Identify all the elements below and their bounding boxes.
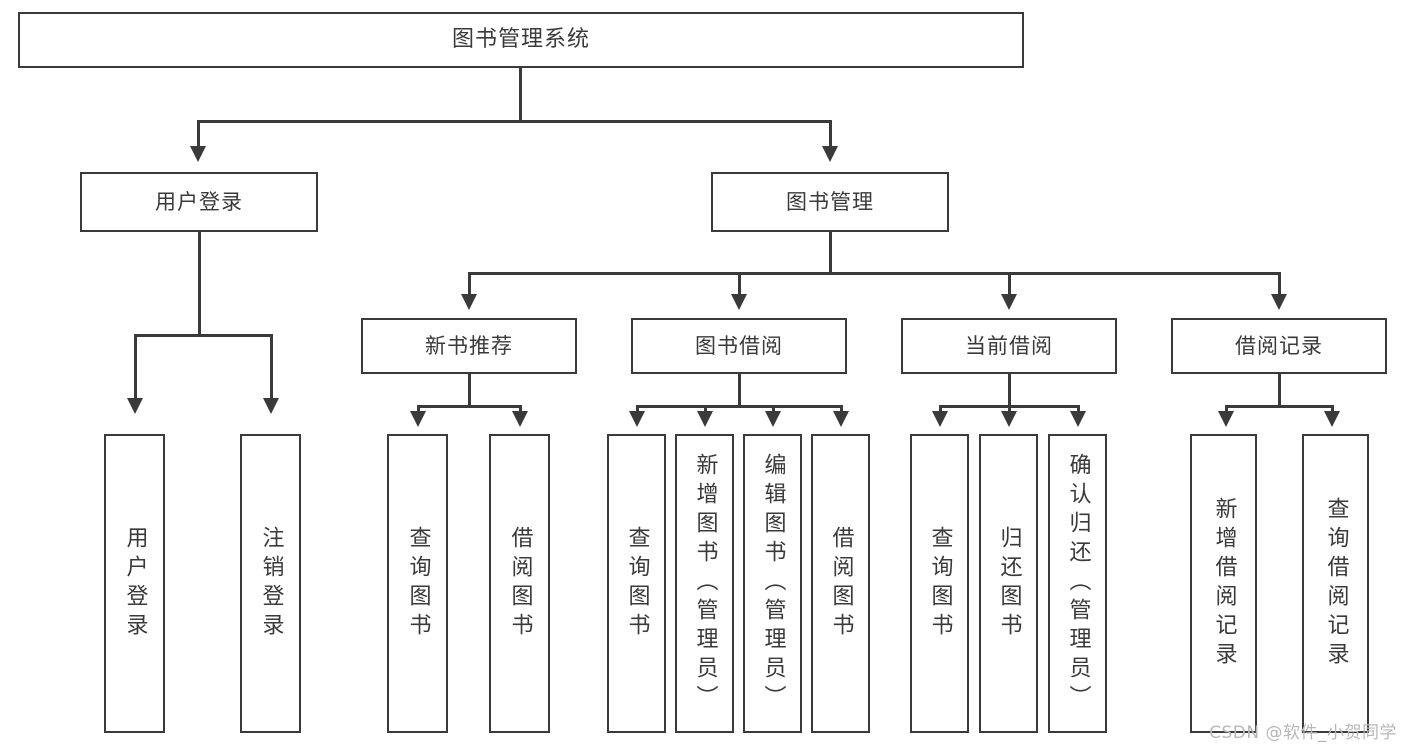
connector-new-book-stem — [468, 374, 471, 405]
connector-new-book-bus — [417, 405, 522, 408]
arrow-to-borrow-record — [1271, 294, 1287, 310]
connector-user-login-stem — [198, 232, 201, 334]
node-new-book-recommend[interactable]: 新书推荐 — [361, 318, 577, 374]
arrow-to-leaf-logout — [263, 398, 279, 414]
leaf-add-borrow-record[interactable]: 新增借阅记录 — [1190, 434, 1257, 733]
node-label: 归还图书 — [996, 525, 1022, 642]
connector-current-borrow-leg-3 — [1077, 405, 1080, 413]
node-label: 注销登录 — [258, 525, 284, 642]
arrow-to-leaf-edit-book — [765, 411, 781, 427]
connector-current-borrow-leg-1 — [939, 405, 942, 413]
connector-borrow-record-leg-2 — [1331, 405, 1334, 413]
connector-book-manage-leg-4 — [1278, 272, 1281, 296]
node-root-system[interactable]: 图书管理系统 — [18, 12, 1024, 68]
node-book-management[interactable]: 图书管理 — [711, 172, 949, 232]
arrow-to-book-manage — [822, 146, 838, 162]
arrow-to-leaf-borrow-book-2 — [833, 411, 849, 427]
node-label: 图书管理 — [786, 189, 874, 214]
leaf-query-book-current[interactable]: 查询图书 — [910, 434, 969, 733]
connector-book-manage-stem — [829, 232, 832, 272]
leaf-query-book-borrow[interactable]: 查询图书 — [607, 434, 666, 733]
arrow-to-leaf-return-book — [1001, 411, 1017, 427]
connector-book-borrow-stem — [738, 374, 741, 405]
connector-user-login-bus — [134, 334, 273, 337]
node-label: 图书借阅 — [695, 333, 783, 358]
connector-book-borrow-leg-4 — [840, 405, 843, 413]
node-label: 查询图书 — [927, 525, 953, 642]
leaf-user-login[interactable]: 用户登录 — [104, 434, 165, 733]
node-label: 编辑图书（管理员） — [760, 453, 786, 714]
node-label: 借阅记录 — [1235, 333, 1323, 358]
leaf-edit-book[interactable]: 编辑图书（管理员） — [743, 434, 802, 733]
leaf-add-book[interactable]: 新增图书（管理员） — [675, 434, 734, 733]
node-borrow-record[interactable]: 借阅记录 — [1171, 318, 1387, 374]
connector-new-book-leg-1 — [417, 405, 420, 413]
connector-user-login-leg-2 — [270, 334, 273, 400]
node-label: 查询图书 — [405, 525, 431, 642]
leaf-borrow-book[interactable]: 借阅图书 — [811, 434, 870, 733]
connector-book-manage-leg-2 — [738, 272, 741, 296]
arrow-to-new-book — [461, 294, 477, 310]
connector-new-book-leg-2 — [519, 405, 522, 413]
arrow-to-leaf-borrow-book-1 — [512, 411, 528, 427]
arrow-to-leaf-confirm-return — [1070, 411, 1086, 427]
node-label: 用户登录 — [155, 189, 243, 214]
connector-root-stem — [519, 68, 522, 120]
node-label: 图书管理系统 — [451, 27, 590, 53]
arrow-to-leaf-query-book-2 — [629, 411, 645, 427]
arrow-to-leaf-user-login — [127, 398, 143, 414]
arrow-to-leaf-add-record — [1218, 411, 1234, 427]
node-current-borrow[interactable]: 当前借阅 — [901, 318, 1117, 374]
connector-user-login-leg-1 — [134, 334, 137, 400]
node-label: 新增图书（管理员） — [692, 453, 718, 714]
arrow-to-current-borrow — [1001, 294, 1017, 310]
node-label: 查询图书 — [624, 525, 650, 642]
leaf-query-borrow-record[interactable]: 查询借阅记录 — [1302, 434, 1369, 733]
connector-current-borrow-leg-2 — [1008, 405, 1011, 413]
connector-book-borrow-leg-1 — [636, 405, 639, 413]
leaf-logout[interactable]: 注销登录 — [240, 434, 301, 733]
arrow-to-book-borrow — [731, 294, 747, 310]
connector-book-manage-leg-3 — [1008, 272, 1011, 296]
node-label: 确认归还（管理员） — [1065, 453, 1091, 714]
leaf-query-book-new[interactable]: 查询图书 — [387, 434, 448, 733]
connector-root-leg-2 — [829, 120, 832, 148]
node-label: 借阅图书 — [507, 525, 533, 642]
arrow-to-user-login — [190, 146, 206, 162]
node-label: 新增借阅记录 — [1211, 496, 1237, 671]
leaf-confirm-return[interactable]: 确认归还（管理员） — [1048, 434, 1107, 733]
connector-book-manage-leg-1 — [468, 272, 471, 296]
connector-borrow-record-leg-1 — [1225, 405, 1228, 413]
arrow-to-leaf-query-book-3 — [932, 411, 948, 427]
node-label: 新书推荐 — [425, 333, 513, 358]
node-label: 用户登录 — [122, 525, 148, 642]
connector-book-borrow-bus — [636, 405, 843, 408]
node-user-login[interactable]: 用户登录 — [80, 172, 318, 232]
leaf-borrow-book-new[interactable]: 借阅图书 — [489, 434, 550, 733]
arrow-to-leaf-query-record — [1324, 411, 1340, 427]
connector-borrow-record-stem — [1278, 374, 1281, 405]
connector-book-borrow-leg-2 — [704, 405, 707, 413]
connector-current-borrow-stem — [1008, 374, 1011, 405]
connector-root-bus — [197, 120, 831, 123]
node-label: 当前借阅 — [965, 333, 1053, 358]
connector-book-manage-bus — [468, 272, 1280, 275]
arrow-to-leaf-add-book — [697, 411, 713, 427]
leaf-return-book[interactable]: 归还图书 — [979, 434, 1038, 733]
node-label: 借阅图书 — [828, 525, 854, 642]
node-label: 查询借阅记录 — [1323, 496, 1349, 671]
connector-root-leg-1 — [197, 120, 200, 148]
arrow-to-leaf-query-book-1 — [410, 411, 426, 427]
node-book-borrow[interactable]: 图书借阅 — [631, 318, 847, 374]
connector-borrow-record-bus — [1225, 405, 1333, 408]
connector-book-borrow-leg-3 — [772, 405, 775, 413]
